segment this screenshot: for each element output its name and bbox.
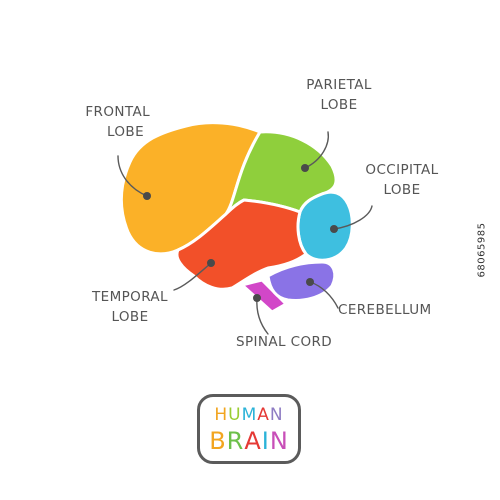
- title-badge: HUMAN BRAIN: [197, 394, 301, 464]
- temporal-lobe-label: TEMPORAL LOBE: [82, 287, 178, 327]
- spinal-cord-dot: [253, 294, 261, 302]
- frontal-lobe-pointer-line: [117, 155, 148, 197]
- frontal-lobe-label-line-2: LOBE: [106, 124, 144, 140]
- parietal-lobe-dot: [301, 164, 309, 172]
- spinal-cord-label: SPINAL CORD: [236, 334, 333, 350]
- parietal-lobe-label-line-1: PARIETAL: [306, 77, 372, 93]
- temporal-lobe-label-line-2: LOBE: [111, 309, 149, 325]
- human-letter-1: U: [228, 405, 242, 425]
- brain-letter-0: B: [209, 427, 227, 455]
- occipital-lobe-label-line-2: LOBE: [383, 182, 421, 198]
- temporal-lobe-pointer-line: [173, 262, 212, 291]
- frontal-lobe-dot: [143, 192, 151, 200]
- human-letter-3: A: [257, 405, 270, 425]
- human-letter-0: H: [214, 405, 229, 425]
- occipital-lobe-label-line-1: OCCIPITAL: [365, 162, 439, 178]
- frontal-lobe-label: FRONTAL LOBE: [70, 102, 150, 142]
- parietal-lobe-label: PARIETAL LOBE: [296, 75, 382, 115]
- temporal-lobe-label-line-1: TEMPORAL: [92, 289, 168, 305]
- occipital-lobe-label: OCCIPITAL LOBE: [352, 160, 452, 200]
- title-line-brain: BRAIN: [200, 427, 298, 455]
- frontal-lobe-label-line-1: FRONTAL: [85, 104, 150, 120]
- brain-letter-4: N: [269, 427, 289, 455]
- cerebellum-region: [266, 260, 337, 302]
- brain-letter-2: A: [244, 427, 262, 455]
- brain-letter-1: R: [226, 427, 245, 455]
- temporal-lobe-region: [175, 198, 308, 291]
- parietal-lobe-label-line-2: LOBE: [320, 97, 358, 113]
- spinal-cord-region: [240, 278, 288, 314]
- human-letter-2: M: [241, 405, 258, 425]
- cerebellum-dot: [306, 278, 314, 286]
- title-line-human: HUMAN: [200, 405, 298, 425]
- brain-letter-3: I: [261, 427, 270, 455]
- temporal-lobe-dot: [207, 259, 215, 267]
- stock-id-text: 68065985: [476, 222, 488, 278]
- parietal-lobe-pointer-line: [304, 131, 329, 169]
- occipital-lobe-region: [296, 190, 354, 262]
- occipital-lobe-dot: [330, 225, 338, 233]
- cerebellum-label: CEREBELLUM: [338, 302, 432, 318]
- occipital-lobe-pointer-line: [333, 205, 373, 230]
- human-letter-4: N: [269, 405, 284, 425]
